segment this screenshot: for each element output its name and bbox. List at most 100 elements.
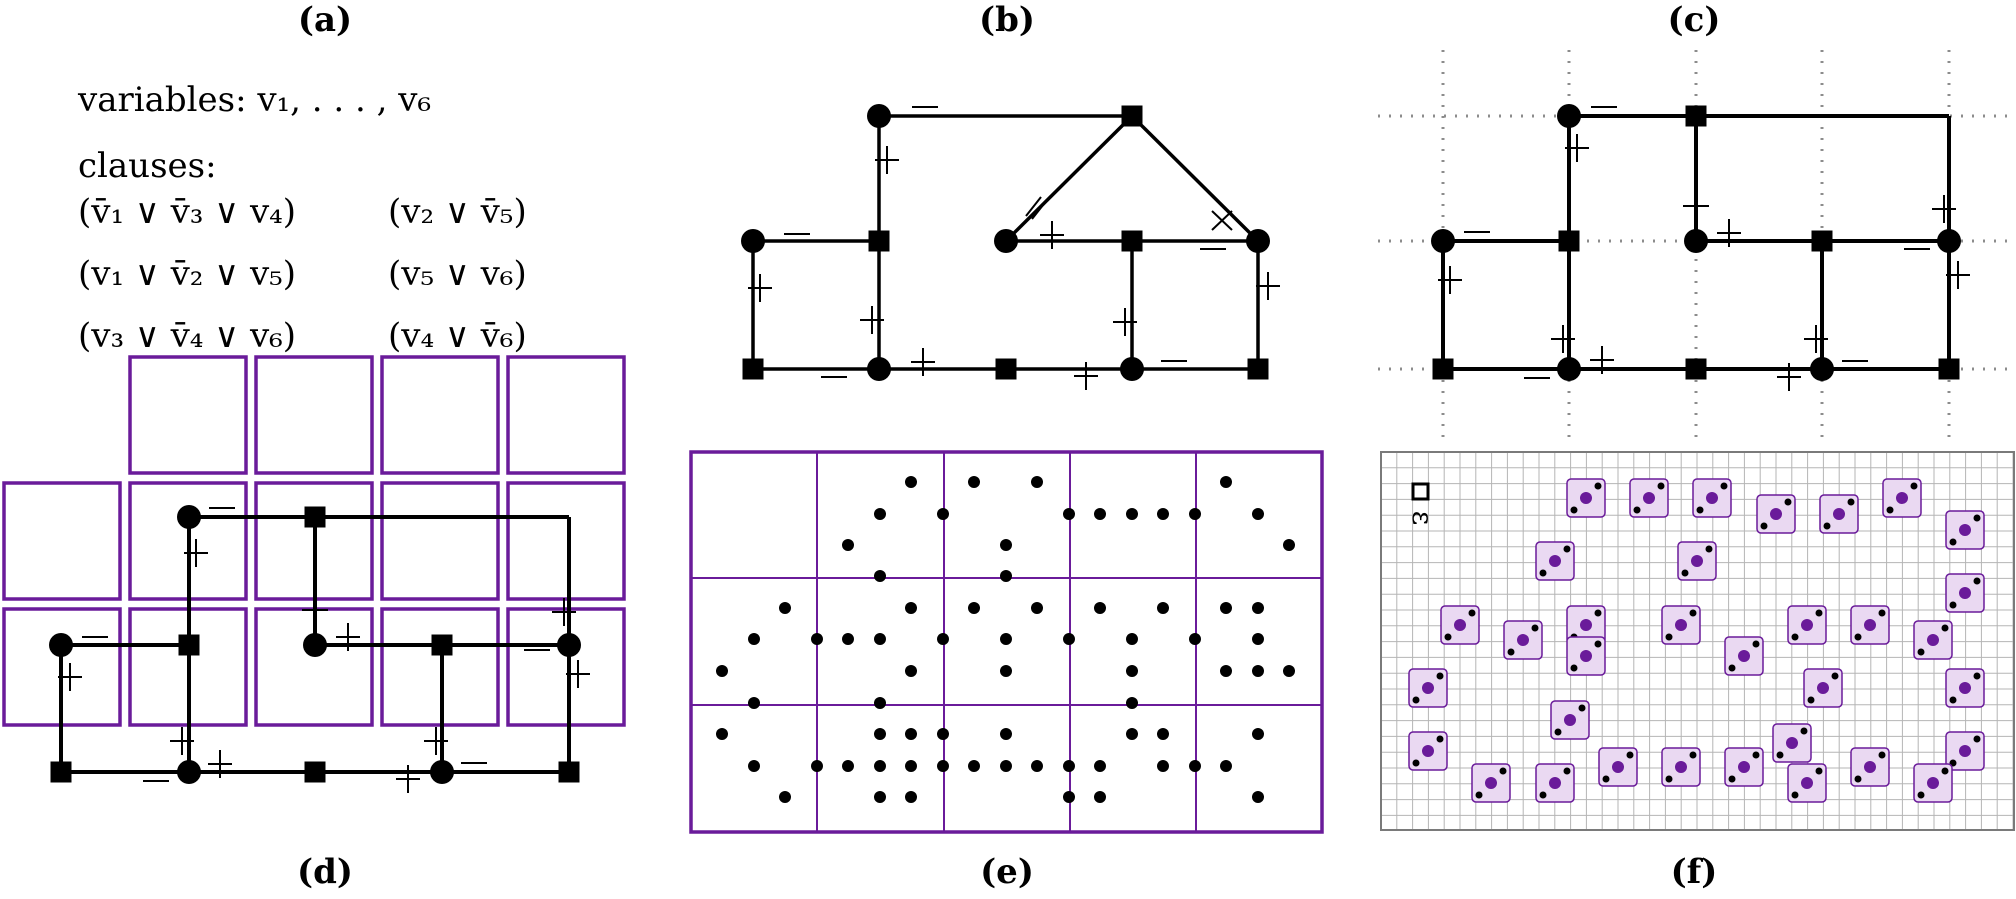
epsilon-square [1411, 482, 1430, 501]
clause-node [431, 634, 453, 656]
gadget-port [1412, 759, 1420, 767]
gadget-center [1738, 650, 1750, 662]
gadget-center [1422, 682, 1434, 694]
point [968, 760, 980, 772]
point [1157, 508, 1169, 520]
point [874, 760, 886, 772]
point [1252, 633, 1264, 645]
point [905, 760, 917, 772]
gadget-port [1752, 751, 1760, 759]
gadget-port [1728, 664, 1736, 672]
variable-node [1684, 229, 1708, 253]
point [1189, 760, 1201, 772]
point [874, 633, 886, 645]
gadget-port [1854, 633, 1862, 641]
gadget-port [1791, 633, 1799, 641]
point [1094, 760, 1106, 772]
gadget-port [1854, 775, 1862, 783]
clause: (v₂ ∨ v̄₅) [388, 192, 527, 232]
panel-c-grid-embedding [1378, 50, 2014, 440]
gadget-center [1706, 492, 1718, 504]
gadget-port [1791, 791, 1799, 799]
clause: (v₅ ∨ v₆) [388, 254, 527, 294]
point [937, 760, 949, 772]
gadget-port [1823, 522, 1831, 530]
gadget-center [1927, 777, 1939, 789]
gadget-port [1436, 735, 1444, 743]
clause-node [1685, 358, 1707, 380]
gadget-port [1878, 609, 1886, 617]
panel-label-d: (d) [297, 852, 353, 892]
gadget-center [1517, 634, 1529, 646]
point [842, 539, 854, 551]
point [1000, 570, 1012, 582]
variable-node [867, 104, 891, 128]
point [779, 791, 791, 803]
point [1157, 602, 1169, 614]
point [874, 728, 886, 740]
variable-node [430, 760, 454, 784]
clause-node [1432, 358, 1454, 380]
point [905, 602, 917, 614]
gadget-port [1728, 775, 1736, 783]
variable-node [1810, 357, 1834, 381]
gadget-center [1580, 619, 1592, 631]
panel-label-a: (a) [297, 0, 353, 40]
point [968, 602, 980, 614]
point [1063, 633, 1075, 645]
point [716, 728, 728, 740]
gadget-center [1675, 619, 1687, 631]
gadget-center [1833, 508, 1845, 520]
clause-node [304, 506, 326, 528]
variable-node [1246, 229, 1270, 253]
point [1126, 508, 1138, 520]
graph-edge [1130, 114, 1260, 243]
positive-sign [1031, 199, 1048, 220]
gadget-port [1878, 751, 1886, 759]
gadget-port [1539, 791, 1547, 799]
point [937, 508, 949, 520]
gadget-port [1594, 482, 1602, 490]
point [842, 760, 854, 772]
gadget-center [1580, 492, 1592, 504]
variable-node [1120, 357, 1144, 381]
gadget-center [1454, 619, 1466, 631]
variable-node [177, 760, 201, 784]
clause-list: (v̄₁ ∨ v̄₃ ∨ v₄) (v₂ ∨ v̄₅) (v₁ ∨ v̄₂ ∨ … [78, 190, 628, 358]
variable-node [1431, 229, 1455, 253]
clause-node [1121, 230, 1143, 252]
gadget-port [1941, 767, 1949, 775]
point [1094, 602, 1106, 614]
gadget-port [1531, 624, 1539, 632]
gadget-port [1689, 609, 1697, 617]
variable-node [49, 633, 73, 657]
gadget-port [1594, 640, 1602, 648]
grid-cell [128, 355, 248, 475]
clause-node [1685, 105, 1707, 127]
variable-node [741, 229, 765, 253]
gadget-port [1681, 569, 1689, 577]
gadget-port [1602, 775, 1610, 783]
clause-node [1938, 358, 1960, 380]
point [779, 602, 791, 614]
gadget-port [1657, 482, 1665, 490]
gadget-center [1643, 492, 1655, 504]
point [1063, 508, 1075, 520]
formula-block: variables: v₁, . . . , v₆ clauses: (v̄₁ … [78, 78, 628, 358]
gadget-port [1815, 767, 1823, 775]
gadget-center [1738, 761, 1750, 773]
point [1157, 728, 1169, 740]
point [1189, 633, 1201, 645]
gadget-port [1949, 538, 1957, 546]
gadget-port [1847, 498, 1855, 506]
gadget-port [1949, 696, 1957, 704]
gadget-port [1973, 514, 1981, 522]
clause-node [1811, 230, 1833, 252]
gadget-center [1564, 714, 1576, 726]
gadget-port [1760, 522, 1768, 530]
variable-node [867, 357, 891, 381]
epsilon-label: ε [1406, 511, 1439, 526]
variable-node [1557, 104, 1581, 128]
point [1189, 508, 1201, 520]
grid-cell [380, 355, 500, 475]
